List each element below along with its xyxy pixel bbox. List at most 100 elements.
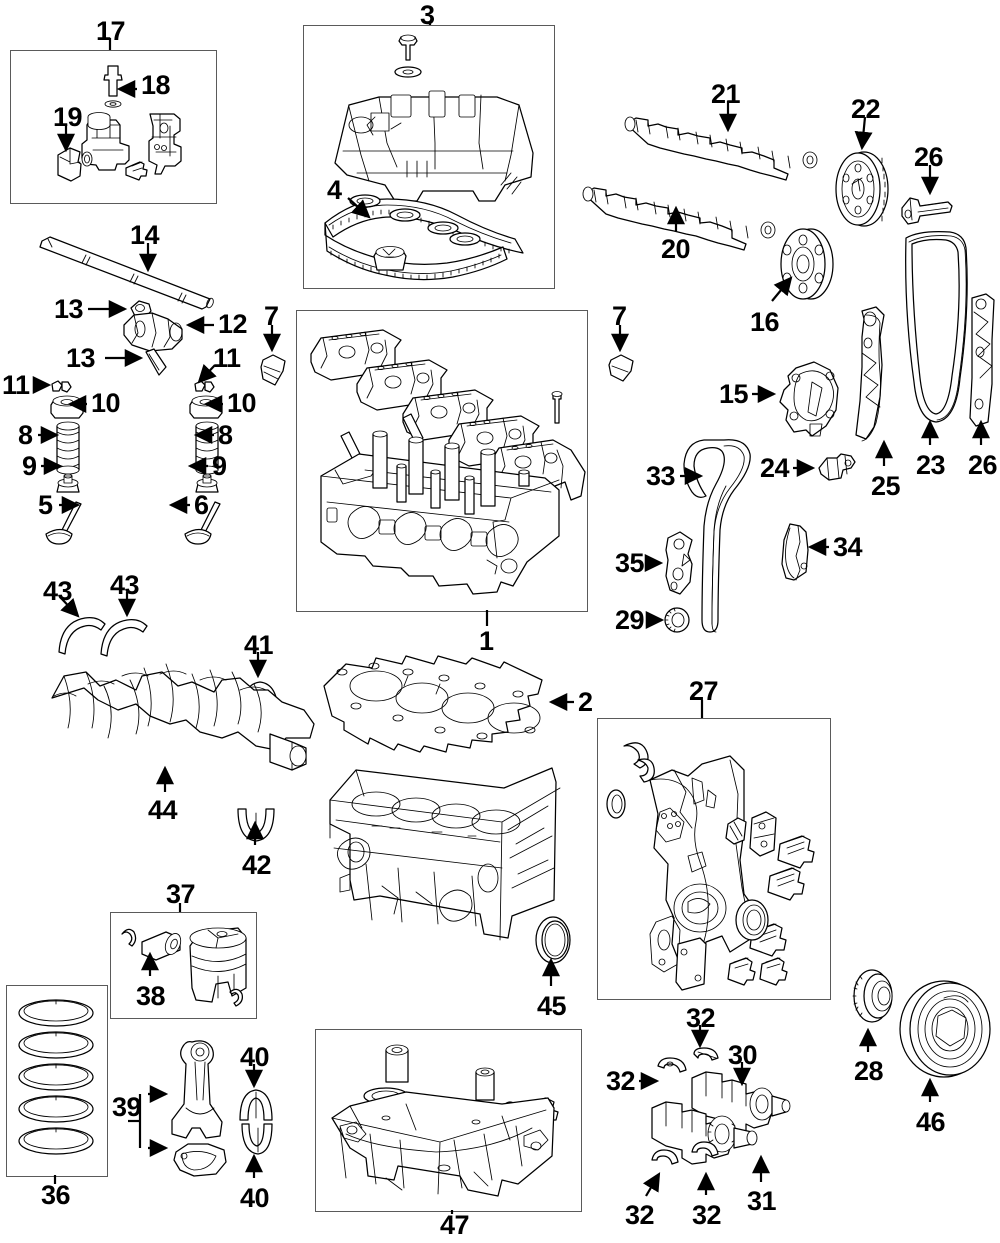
part-piston-ring-set [14, 998, 98, 1166]
part-main-bearing-lower [234, 805, 278, 845]
callout-label-37: 37 [166, 879, 196, 909]
callout-label-1: 1 [479, 626, 494, 656]
callout-label-30: 30 [728, 1040, 758, 1070]
callout-label-46: 46 [916, 1107, 946, 1137]
part-crankshaft [48, 652, 315, 784]
part-chain-guide-left [852, 305, 908, 445]
part-rod-bearing-lower [236, 1122, 276, 1158]
callout-label-26b: 26 [968, 450, 998, 480]
callout-label-20: 20 [661, 234, 691, 264]
callout-label-9a: 9 [22, 451, 37, 481]
part-thrust-washers [55, 610, 155, 658]
callout-label-39: 39 [112, 1092, 142, 1122]
part-engine-block [320, 748, 561, 948]
part-cylinder-head [305, 318, 586, 606]
group-box-47 [315, 1029, 582, 1212]
callout-label-24: 24 [760, 453, 790, 483]
callout-label-8a: 8 [18, 420, 33, 450]
part-oil-pump-assembly [40, 62, 210, 194]
callout-label-31: 31 [747, 1186, 777, 1216]
callout-label-6: 6 [194, 490, 209, 520]
callout-label-13a: 13 [54, 294, 84, 324]
callout-label-11b: 11 [213, 343, 241, 373]
callout-label-44: 44 [148, 795, 178, 825]
part-connecting-rod [168, 1036, 248, 1184]
callout-label-40a: 40 [240, 1042, 270, 1072]
part-valve-seal-b [606, 352, 636, 382]
part-rod-bearing-upper [236, 1086, 276, 1124]
callout-label-25: 25 [871, 471, 901, 501]
callout-label-4: 4 [327, 175, 342, 205]
callout-label-43a: 43 [43, 576, 73, 606]
callout-label-18: 18 [141, 70, 171, 100]
part-chain-tensioner [662, 530, 698, 596]
callout-label-10a: 10 [91, 388, 121, 418]
callout-label-32c: 32 [625, 1200, 655, 1230]
part-rocker-arm [118, 307, 190, 352]
callout-label-7b: 7 [612, 301, 627, 331]
callout-label-5: 5 [38, 490, 53, 520]
part-vtc-actuator [775, 228, 839, 300]
callout-label-15: 15 [719, 379, 749, 409]
part-timing-chain-cover [604, 726, 824, 992]
callout-label-26: 26 [914, 142, 944, 172]
part-camshaft-exhaust [620, 110, 820, 181]
part-balance-shafts [636, 1046, 796, 1178]
callout-label-45: 45 [537, 991, 567, 1021]
callout-label-34: 34 [833, 532, 863, 562]
part-timing-chain-main [896, 228, 972, 428]
callout-label-17: 17 [96, 16, 126, 46]
part-chain-guide-upper [898, 192, 954, 228]
part-chain-guide-lower [776, 520, 816, 582]
callout-label-38: 38 [136, 981, 166, 1011]
callout-label-12: 12 [218, 309, 248, 339]
group-box-37 [110, 912, 257, 1019]
callout-label-28: 28 [854, 1056, 884, 1086]
callout-label-3: 3 [420, 0, 435, 30]
callout-label-19: 19 [53, 102, 83, 132]
part-crank-oil-seal [532, 916, 574, 964]
callout-label-40b: 40 [240, 1183, 270, 1213]
callout-label-27: 27 [689, 676, 719, 706]
part-piston-assembly [118, 920, 248, 1012]
part-crank-sprocket-bolt [662, 605, 692, 635]
callout-label-32d: 32 [692, 1200, 722, 1230]
callout-label-10b: 10 [227, 388, 257, 418]
callout-label-36: 36 [41, 1180, 71, 1210]
callout-label-9b: 9 [212, 451, 227, 481]
group-box-36 [6, 985, 108, 1177]
callout-label-14: 14 [130, 220, 160, 250]
part-cam-sprocket [832, 150, 892, 228]
group-box-17 [10, 50, 217, 204]
part-rocker-bolt-b [143, 348, 171, 378]
part-crankshaft-pulley [892, 978, 996, 1080]
callout-label-43b: 43 [110, 570, 140, 600]
callout-label-42: 42 [242, 850, 272, 880]
callout-label-16: 16 [750, 307, 780, 337]
part-crank-pulley-hub [846, 968, 898, 1026]
callout-label-35: 35 [615, 548, 645, 578]
part-oil-pan [326, 1040, 570, 1202]
callout-label-8b: 8 [218, 420, 233, 450]
part-camshaft-intake [578, 180, 778, 251]
callout-label-2: 2 [578, 687, 593, 717]
callout-label-7a: 7 [264, 301, 279, 331]
callout-label-32a: 32 [686, 1003, 716, 1033]
part-valve-seal-a [258, 352, 288, 386]
callout-label-22: 22 [851, 94, 881, 124]
part-chain-guide-right [966, 292, 1000, 432]
part-tensioner-arm [815, 452, 857, 484]
part-balancer-chain [683, 436, 756, 636]
callout-label-32b: 32 [606, 1066, 636, 1096]
part-water-pump [778, 360, 844, 442]
callout-label-47: 47 [440, 1210, 470, 1240]
group-box-3 [303, 25, 555, 289]
callout-label-11a: 11 [2, 370, 30, 400]
callout-label-21: 21 [711, 79, 741, 109]
callout-label-33: 33 [646, 461, 676, 491]
group-box-1 [296, 310, 588, 612]
callout-label-13b: 13 [66, 343, 96, 373]
group-box-27 [597, 718, 831, 1000]
part-rocker-shaft [38, 235, 218, 315]
